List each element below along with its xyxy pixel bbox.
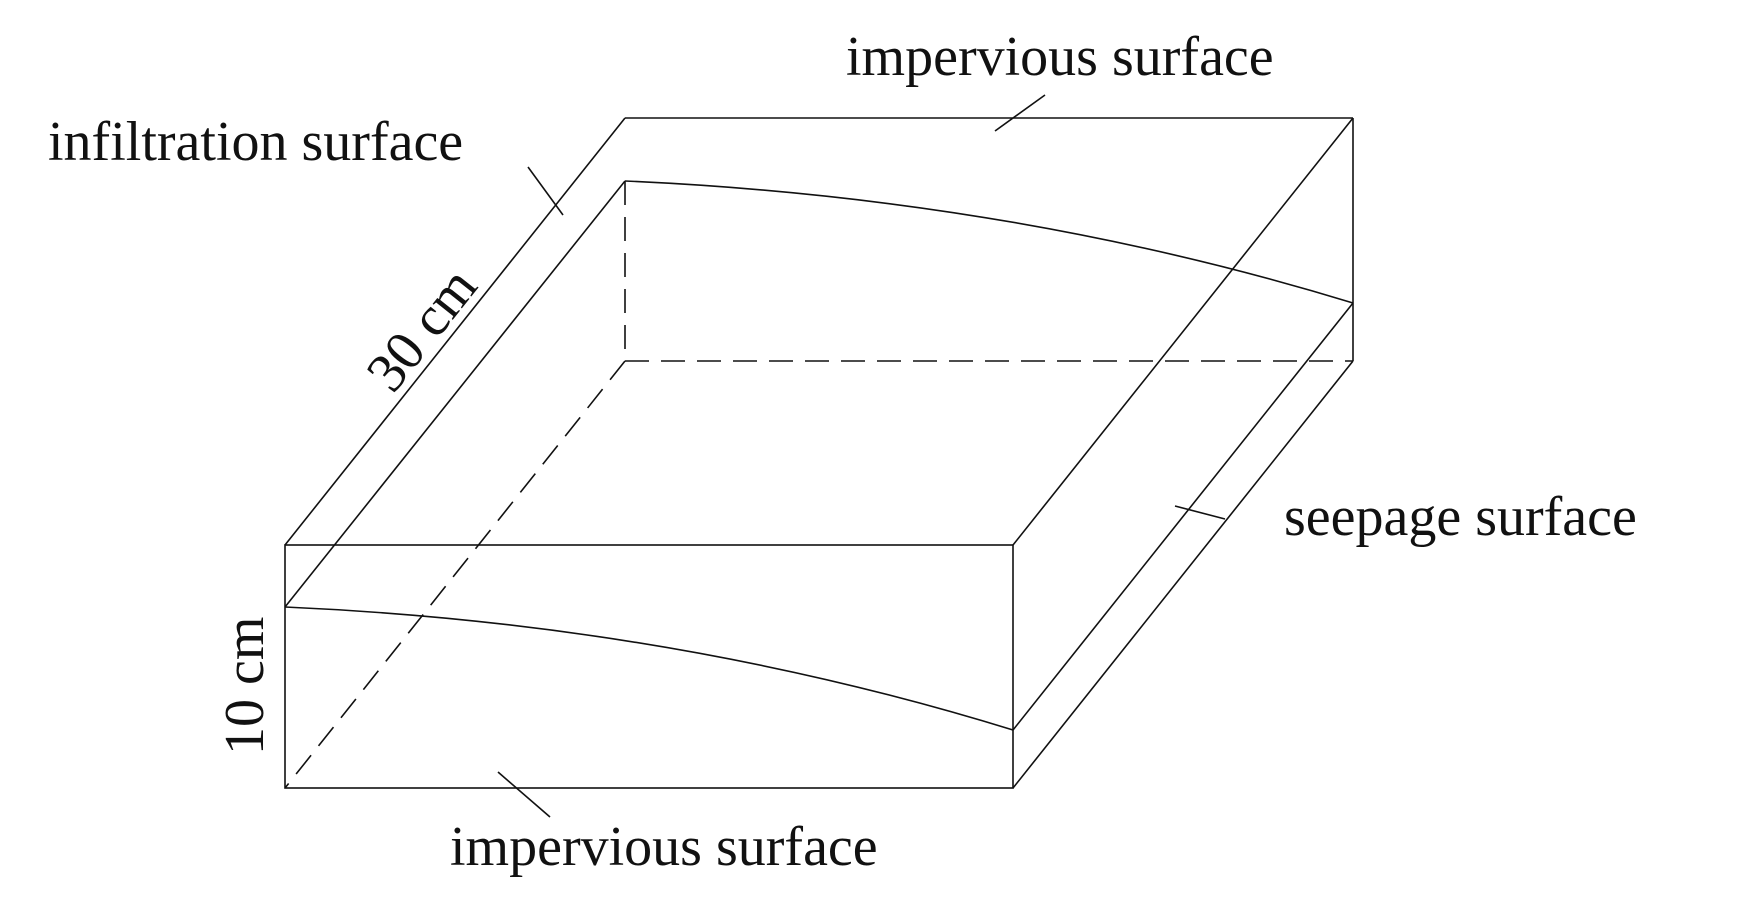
leader-lines: [497, 94, 1226, 818]
box-left-edges: [284, 117, 626, 608]
right-top-diagonal: [1012, 117, 1354, 546]
box-right-edges: [1012, 117, 1354, 789]
infiltration-leader: [527, 166, 564, 216]
length-dimension-label: 30 cm: [355, 256, 490, 403]
top-impervious-label: impervious surface: [846, 26, 1274, 88]
left-top-diagonal: [284, 117, 626, 546]
box-front-face: [284, 544, 1014, 789]
height-dimension-label: 10 cm: [214, 617, 276, 755]
seepage-surface-label: seepage surface: [1284, 486, 1637, 548]
front-face-rect: [284, 544, 1014, 789]
labels: impervious surface infiltration surface …: [48, 26, 1637, 878]
bottom-surface-leader: [497, 771, 551, 818]
infiltration-surface-label: infiltration surface: [48, 111, 463, 173]
left-water-diagonal: [284, 180, 626, 608]
box-back-edges: [625, 117, 1354, 361]
box-hidden-edges: [284, 181, 1353, 789]
left-bottom-diagonal-hidden: [284, 360, 626, 789]
right-water-diagonal: [1012, 302, 1354, 731]
seepage-leader: [1174, 505, 1226, 520]
right-bottom-diagonal: [1012, 360, 1354, 789]
water-table-curves: [284, 180, 1354, 731]
bottom-impervious-label: impervious surface: [450, 816, 878, 878]
front-water-table-curve: [284, 606, 1014, 731]
back-water-table-curve: [624, 180, 1354, 304]
top-surface-leader: [994, 94, 1046, 132]
